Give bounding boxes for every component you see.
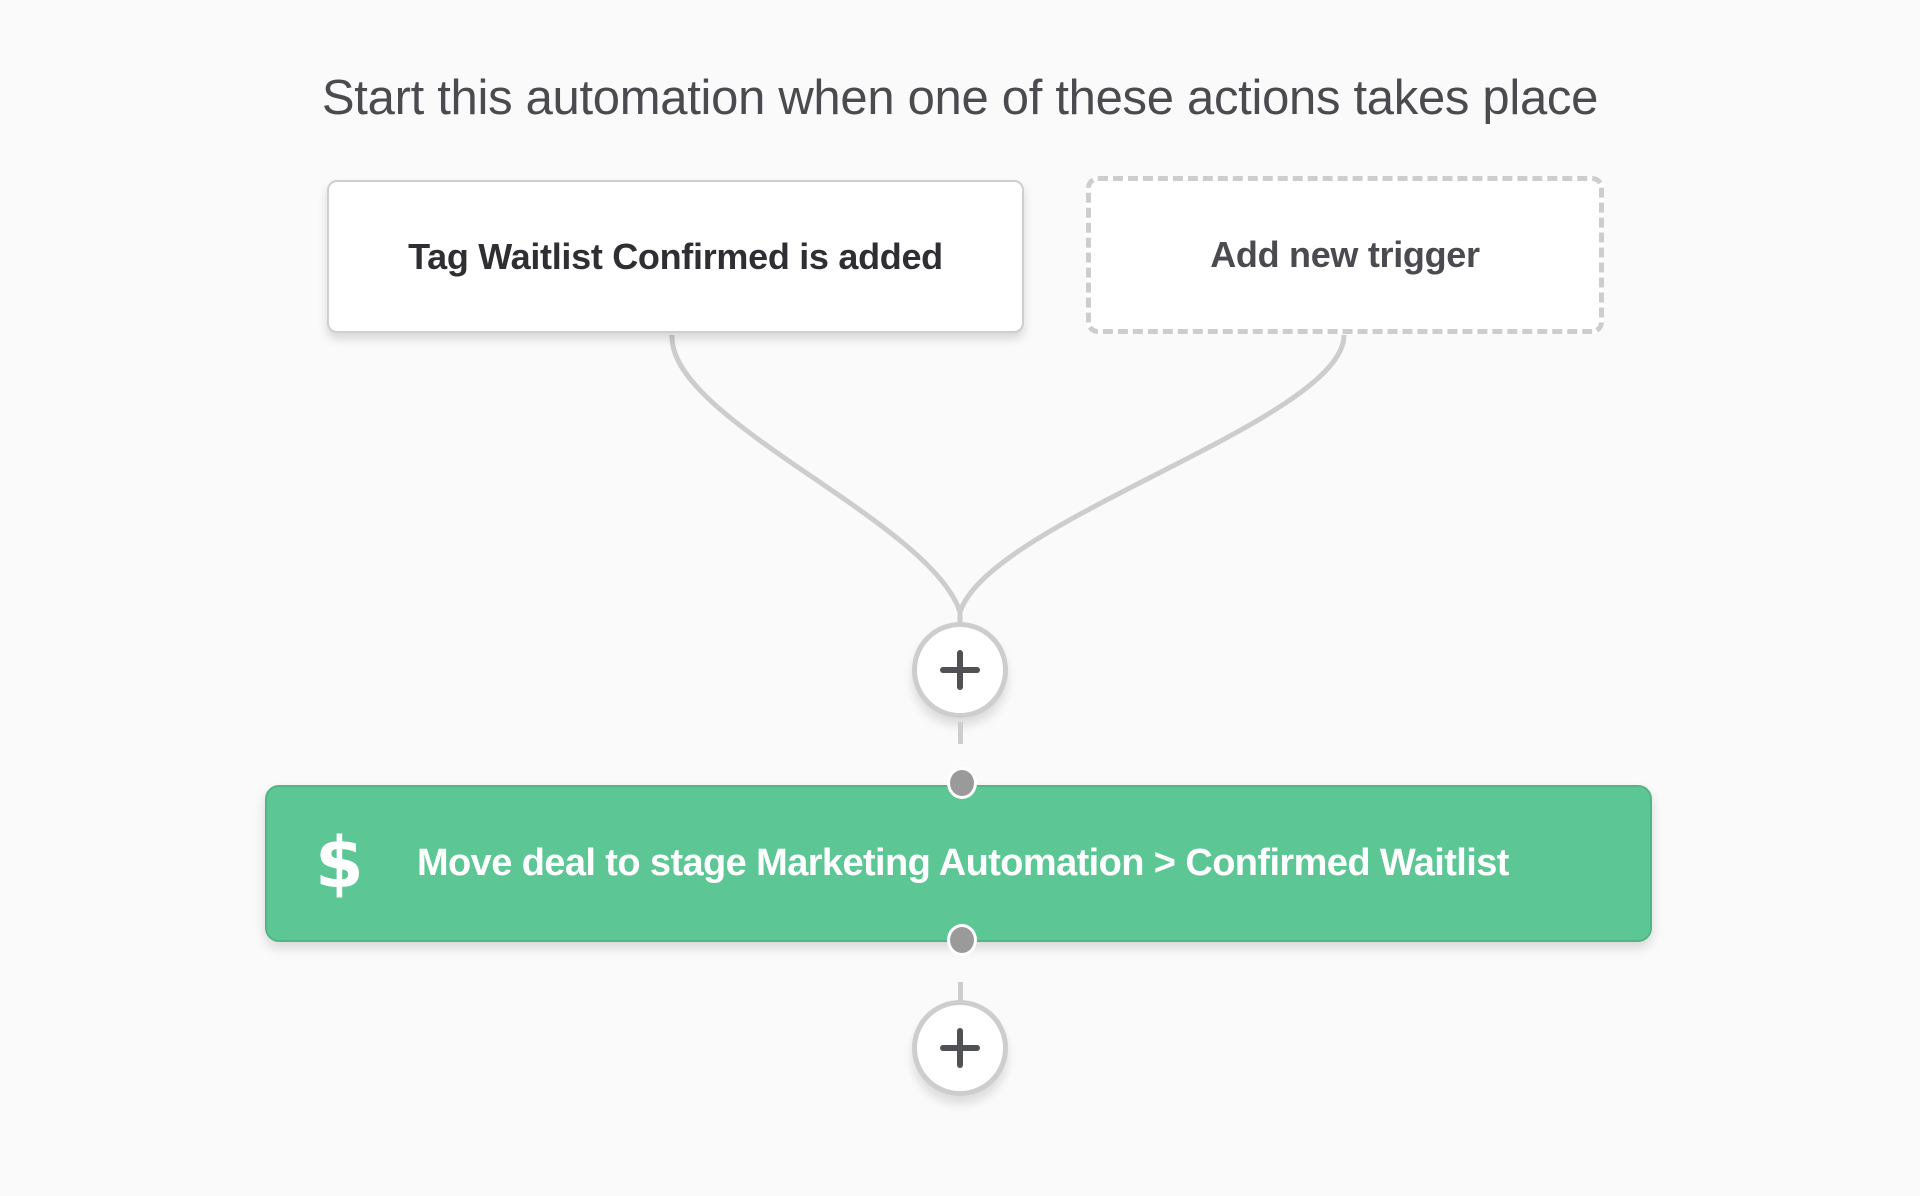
connector-segment [958, 982, 963, 1004]
trigger-tag-added[interactable]: Tag Waitlist Confirmed is added [327, 180, 1024, 333]
dollar-icon: $ [315, 822, 364, 904]
action-move-deal-stage[interactable]: $ Move deal to stage Marketing Automatio… [265, 785, 1652, 942]
add-trigger-label: Add new trigger [1210, 234, 1480, 275]
add-step-button-bottom[interactable] [912, 1000, 1008, 1096]
action-label: Move deal to stage Marketing Automation … [417, 842, 1509, 884]
trigger-label: Tag Waitlist Confirmed is added [408, 235, 943, 277]
add-new-trigger-button[interactable]: Add new trigger [1086, 176, 1604, 334]
connector-segment [958, 722, 963, 744]
page-title: Start this automation when one of these … [321, 71, 1599, 125]
add-step-button[interactable] [912, 622, 1008, 718]
action-input-handle[interactable] [947, 767, 977, 799]
plus-icon-vertical [957, 1028, 963, 1068]
action-output-handle[interactable] [947, 924, 977, 956]
plus-icon-vertical [957, 650, 963, 690]
